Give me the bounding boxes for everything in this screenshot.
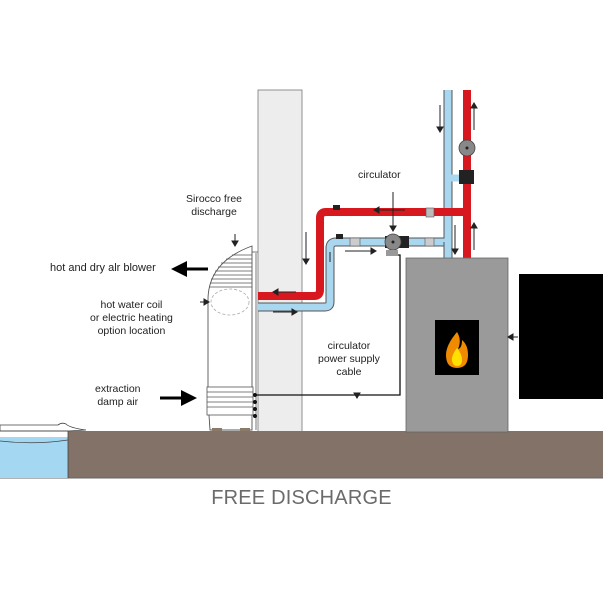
- valves: [333, 170, 474, 247]
- pool-water: [0, 422, 87, 478]
- sirocco-air-blower[interactable]: [206, 245, 258, 431]
- wall-column: [257, 89, 303, 433]
- flame-icon: [446, 332, 468, 368]
- floor-slab: [68, 431, 603, 478]
- coil-location: [210, 288, 250, 316]
- label-blower: hot and dry alr blower: [50, 262, 156, 274]
- circulator-pump[interactable]: [384, 233, 409, 256]
- flow-arrows: [200, 102, 518, 399]
- diagram-title: FREE DISCHARGE: [211, 487, 392, 509]
- blower-arrow: [171, 261, 208, 277]
- black-panel: [519, 274, 603, 399]
- extraction-arrow: [160, 390, 197, 406]
- label-circulator: circulator: [358, 169, 401, 181]
- circulator-pump-vertical[interactable]: [458, 139, 476, 157]
